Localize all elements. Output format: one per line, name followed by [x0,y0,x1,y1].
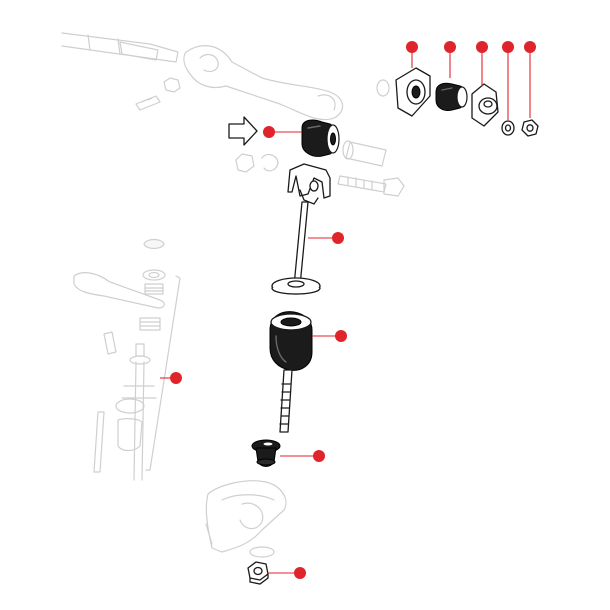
callouts [160,41,536,579]
ghost-center-hardware [235,140,405,197]
rubber-bushing-part [435,82,468,111]
bottom-grommet-part [251,439,281,467]
callout-3[interactable] [476,41,488,86]
flange-plate-part [471,83,499,127]
callout-4[interactable] [502,41,514,120]
callout-1[interactable] [406,41,418,68]
hex-nut-bottom-part [247,561,269,585]
ghost-frame-bar [61,32,179,63]
callout-7[interactable] [308,232,344,244]
flange-bushing-part [395,67,431,117]
shock-absorber-part [269,163,331,433]
callout-11[interactable] [268,567,306,579]
ghost-parts [61,32,405,558]
ghost-ring [376,79,390,97]
outline-arrow-right-icon [228,116,258,146]
ghost-left-assembly [73,238,181,481]
ghost-small-bolt [135,77,181,111]
callout-2[interactable] [444,41,456,78]
hex-nut-top-part [521,119,539,137]
callout-6[interactable] [263,126,302,138]
ghost-swing-arm [183,45,344,121]
callout-10[interactable] [280,450,325,462]
callout-8[interactable] [312,330,347,342]
callout-9[interactable] [160,372,182,384]
callout-5[interactable] [524,41,536,118]
lock-washer-part [501,120,515,136]
upper-rubber-bushing-part [301,119,340,157]
ghost-lower-bracket [205,480,287,558]
